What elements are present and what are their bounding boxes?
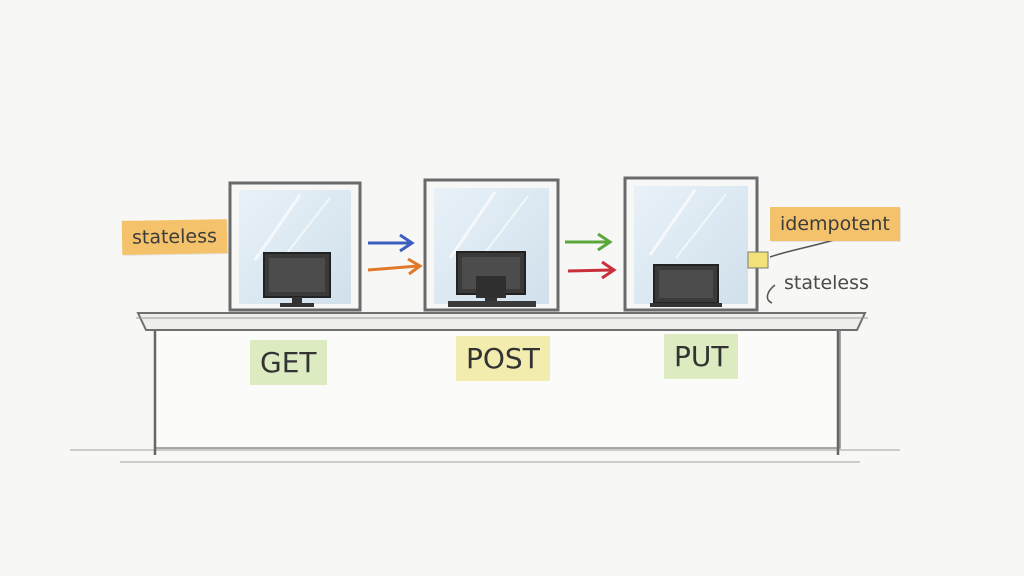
booth-put — [623, 176, 759, 312]
pointer-line — [766, 284, 776, 304]
floor-shadow — [70, 449, 900, 463]
keyboard-icon — [448, 301, 536, 307]
countertop — [136, 312, 867, 331]
booth-post — [423, 178, 560, 312]
note-idempotent: idempotent — [770, 207, 900, 241]
arrow-get-to-post-blue — [368, 233, 415, 253]
note-stateless-right: stateless — [784, 272, 869, 294]
booth-get — [228, 181, 362, 312]
small-note-tab — [747, 251, 769, 269]
label-post: POST — [456, 336, 550, 381]
label-put: PUT — [664, 334, 739, 379]
arrow-post-to-put-red — [567, 260, 617, 280]
label-get: GET — [250, 340, 327, 385]
arrow-get-to-post-orange — [367, 257, 423, 276]
note-stateless-left: stateless — [121, 219, 228, 255]
arrow-post-to-put-green — [565, 232, 613, 252]
